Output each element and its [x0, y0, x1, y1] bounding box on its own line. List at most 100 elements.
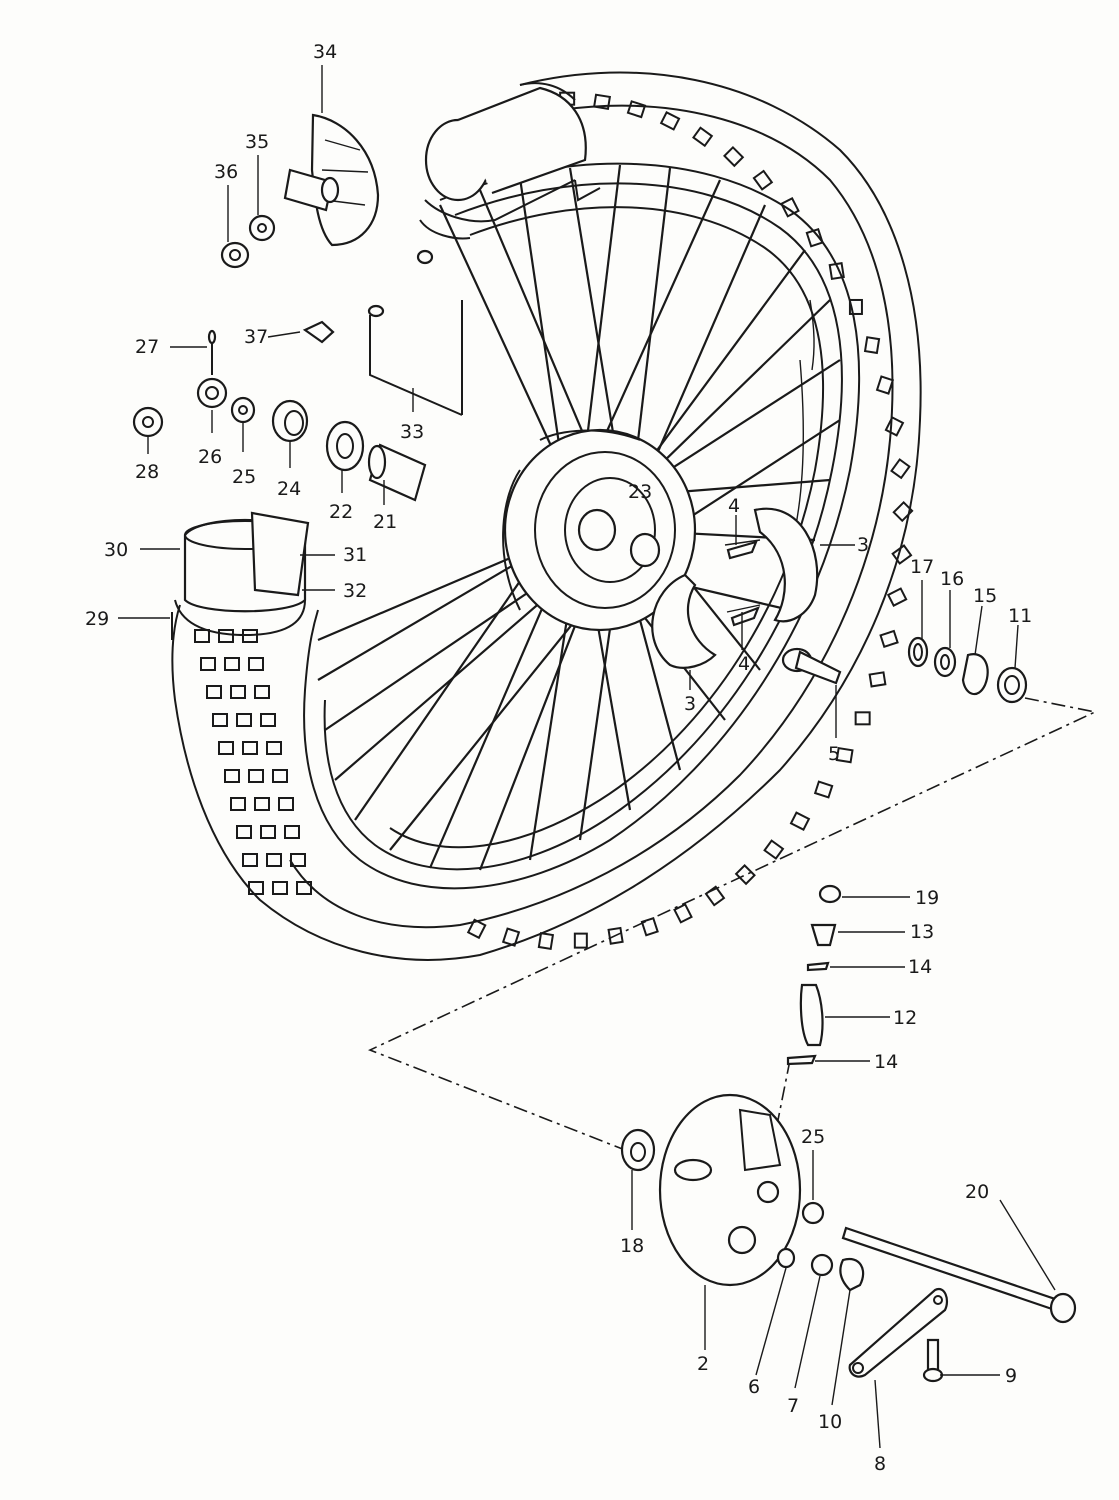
tread-knob-side-1-1	[224, 657, 240, 671]
tread-knob-side-0-2	[242, 629, 258, 643]
callout-28: 28	[135, 461, 159, 483]
tread-knob-side-2-2	[254, 685, 270, 699]
tread-knob-19	[868, 671, 887, 688]
tread-knob-side-4-1	[242, 741, 258, 755]
valve-parts	[786, 884, 842, 1066]
tread-knob-17	[886, 587, 908, 607]
callout-6: 6	[748, 1376, 760, 1398]
tread-knob-3	[659, 111, 681, 131]
callout-13: 13	[910, 921, 934, 943]
tread-knob-side-7-2	[284, 825, 300, 839]
callout-25-lower: 25	[801, 1126, 825, 1148]
tread-knob-5	[723, 145, 745, 168]
small-parts-lower	[776, 1201, 865, 1292]
leader-lines	[118, 65, 1056, 1449]
tread-knob-side-3-2	[260, 713, 276, 727]
tread-knob-27	[673, 903, 693, 924]
tread-knob-7	[780, 197, 800, 218]
tread-knob-side-6-1	[254, 797, 270, 811]
oil-seal	[620, 1128, 656, 1172]
tread-knob-24	[763, 839, 785, 860]
callout-30: 30	[104, 539, 128, 561]
tread-knob-side-2-1	[230, 685, 246, 699]
callout-32: 32	[343, 580, 367, 602]
tread-knob-10	[848, 298, 863, 315]
tread-knob-side-1-2	[248, 657, 264, 671]
callout-15: 15	[973, 585, 997, 607]
callout-3-right: 3	[857, 534, 869, 556]
callout-22: 22	[329, 501, 353, 523]
tread-knob-side-8-0	[242, 853, 258, 867]
tread-knob-1	[593, 93, 612, 110]
callout-9: 9	[1005, 1365, 1017, 1387]
tread-knob-side-8-1	[266, 853, 282, 867]
tread-knob-23	[789, 811, 811, 831]
tread-knob-28	[640, 916, 659, 937]
tread-knob-side-3-0	[212, 713, 228, 727]
tread-knob-6	[752, 169, 774, 191]
tread-knob-22	[813, 780, 834, 799]
tread-knob-side-7-0	[236, 825, 252, 839]
tread-knob-side-7-1	[260, 825, 276, 839]
callout-4-lower: 4	[738, 653, 750, 675]
callout-26: 26	[198, 446, 222, 468]
tread-knob-33	[466, 918, 487, 940]
tread-knob-4	[692, 126, 714, 148]
tread-knob-side-1-0	[200, 657, 216, 671]
callout-33: 33	[400, 421, 424, 443]
tread-knob-25	[734, 863, 756, 886]
speedometer-gear-cover	[283, 113, 380, 247]
callout-27: 27	[135, 336, 159, 358]
tread-knob-side-6-2	[278, 797, 294, 811]
tread-knob-30	[573, 932, 588, 949]
tread-knob-21	[835, 746, 854, 764]
tread-knob-12	[875, 375, 895, 395]
tread-knob-side-9-0	[248, 881, 264, 895]
small-parts-top	[132, 214, 427, 502]
callout-2: 2	[697, 1353, 709, 1375]
callout-18: 18	[620, 1235, 644, 1257]
callout-16: 16	[940, 568, 964, 590]
callout-5: 5	[828, 743, 840, 765]
callout-35: 35	[245, 131, 269, 153]
axle-shaft	[841, 1226, 1077, 1324]
callout-29: 29	[85, 608, 109, 630]
brake-shoes	[651, 507, 819, 669]
brake-cam-lever	[848, 1287, 949, 1383]
assembly-guide-lines	[367, 697, 1098, 1161]
callout-3-left: 3	[684, 693, 696, 715]
tread-knob-side-2-0	[206, 685, 222, 699]
tread-knob-18	[879, 629, 899, 649]
tread-knob-side-9-1	[272, 881, 288, 895]
tread-knob-side-0-1	[218, 629, 234, 643]
callout-14-lower: 14	[874, 1051, 898, 1073]
tread-knob-31	[537, 932, 555, 951]
tread-knob-15	[892, 500, 914, 523]
tread-knob-16	[891, 544, 913, 565]
callout-12: 12	[893, 1007, 917, 1029]
inner-tube-section-top	[419, 86, 601, 240]
brake-panel	[658, 1093, 802, 1287]
tire-tread-knobs	[194, 91, 914, 951]
tire	[171, 71, 922, 961]
tread-knob-side-0-0	[194, 629, 210, 643]
tread-knob-side-3-1	[236, 713, 252, 727]
callout-31: 31	[343, 544, 367, 566]
tread-knob-side-9-2	[296, 881, 312, 895]
tread-knob-29	[607, 926, 624, 945]
tread-knob-side-6-0	[230, 797, 246, 811]
callout-24: 24	[277, 478, 301, 500]
callout-34: 34	[313, 41, 337, 63]
callout-25: 25	[232, 466, 256, 488]
tread-knob-side-4-2	[266, 741, 282, 755]
spoke-set-bracket	[367, 249, 463, 416]
callout-37: 37	[244, 326, 268, 348]
callout-14-upper: 14	[908, 956, 932, 978]
tread-knob-20	[854, 711, 871, 726]
callout-36: 36	[214, 161, 238, 183]
tread-knob-14	[890, 458, 911, 480]
hub	[502, 428, 697, 632]
callout-23: 23	[628, 481, 652, 503]
tread-knob-32	[501, 927, 521, 947]
